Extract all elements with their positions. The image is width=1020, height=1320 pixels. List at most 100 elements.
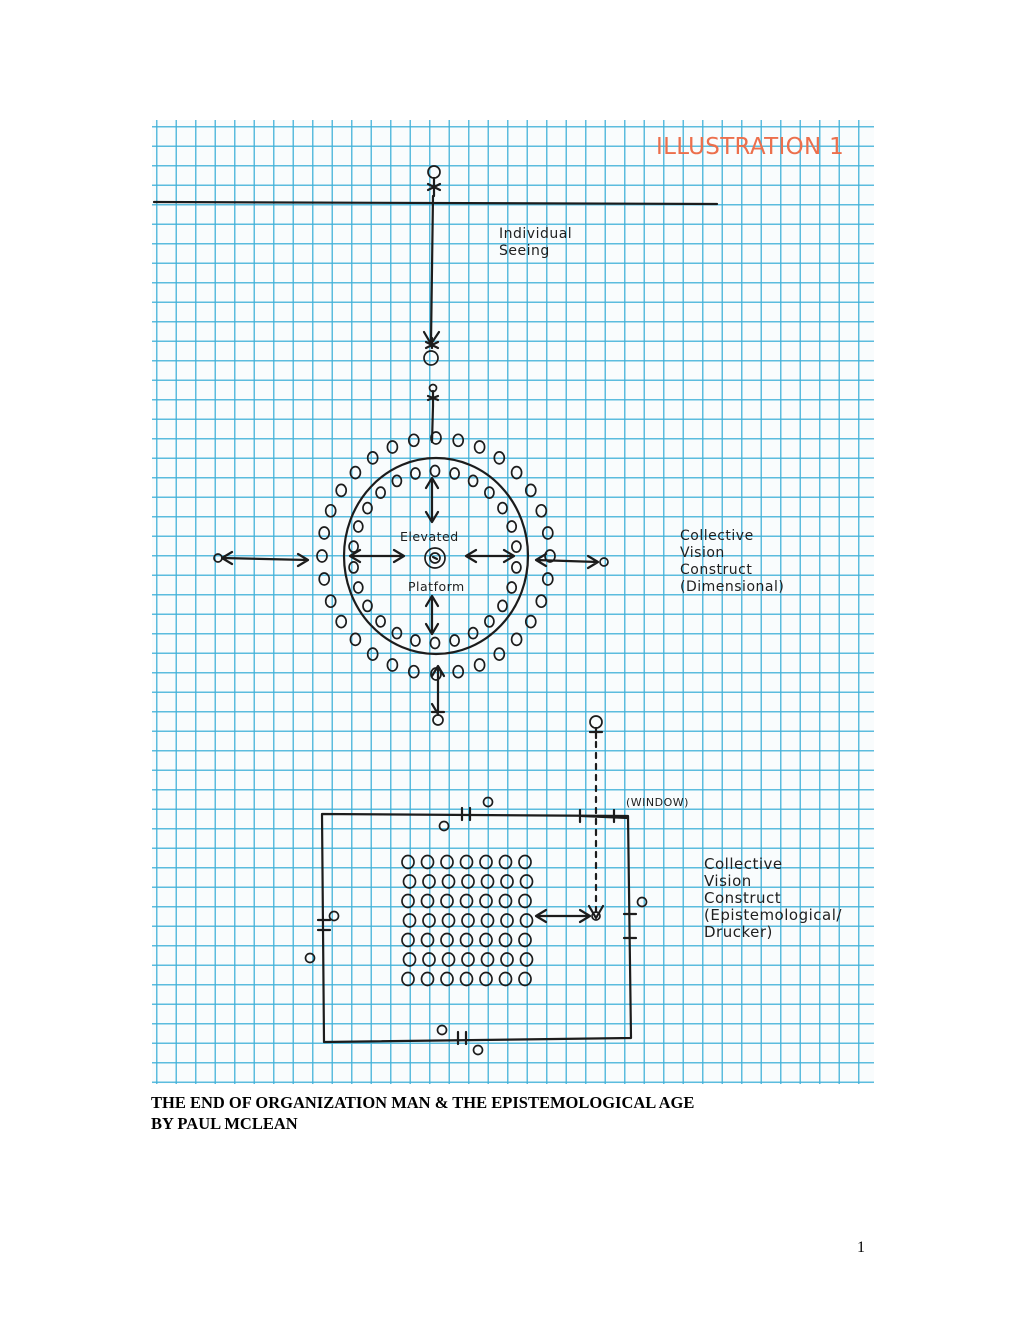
person-circle	[410, 634, 421, 647]
person-circle	[335, 614, 348, 629]
person-circle	[410, 467, 421, 480]
person-circle	[500, 913, 514, 928]
person-circle	[467, 626, 479, 640]
person-circle	[518, 932, 532, 948]
label-line: Drucker)	[704, 923, 773, 941]
document-title: THE END OF ORGANIZATION MAN & THE EPISTE…	[151, 1092, 694, 1134]
person-circle	[324, 503, 337, 518]
epistemological-construct-boundary	[320, 812, 633, 1044]
person-circle	[352, 520, 364, 533]
individual-seeing-line	[429, 194, 435, 344]
person-circle	[519, 913, 534, 928]
person-circle	[459, 854, 474, 870]
person-circle	[318, 572, 331, 586]
label-line: Individual	[499, 226, 573, 242]
person-circle	[493, 647, 506, 661]
elevated-platform-icon	[424, 547, 446, 569]
person-circle	[506, 581, 518, 594]
person-circle	[391, 626, 403, 640]
person-circle	[518, 854, 532, 870]
person-circle	[459, 932, 474, 948]
person-circle	[440, 971, 454, 987]
person-circle	[420, 971, 435, 987]
people-grid	[401, 854, 534, 987]
person-circle	[511, 561, 522, 574]
person-circle	[484, 615, 495, 628]
person-circle	[375, 615, 386, 628]
person-circle	[375, 486, 386, 499]
person-circle	[316, 549, 328, 563]
bottom-person-icon	[423, 336, 440, 366]
person-circle	[524, 614, 537, 629]
top-person-icon	[426, 165, 442, 198]
person-circle	[493, 451, 506, 465]
person-circle	[440, 932, 454, 948]
person-circle	[506, 520, 518, 533]
person-circle	[510, 632, 523, 647]
person-circle	[498, 971, 513, 987]
person-circle	[362, 599, 373, 613]
label-line: (Epistemological/	[704, 906, 842, 924]
person-circle	[429, 464, 441, 478]
person-circle	[524, 483, 537, 498]
person-circle	[497, 501, 508, 515]
person-circle	[420, 854, 435, 870]
person-circle	[449, 467, 460, 480]
person-circle	[402, 874, 417, 889]
person-circle	[479, 893, 493, 909]
person-circle	[420, 893, 435, 909]
person-circle	[519, 874, 534, 889]
inner-ring-people	[348, 464, 522, 650]
person-circle	[479, 854, 493, 870]
person-circle	[402, 913, 417, 928]
label-line: (Dimensional)	[680, 579, 785, 595]
horizon-line	[152, 200, 719, 206]
person-circle	[473, 440, 486, 454]
person-circle	[401, 854, 415, 870]
person-circle	[498, 932, 513, 948]
person-circle	[500, 874, 514, 889]
boundary-ticks	[304, 796, 648, 1056]
page-number: 1	[857, 1239, 865, 1256]
person-circle	[480, 874, 495, 889]
label-line: Construct	[680, 562, 753, 578]
person-circle	[430, 431, 442, 445]
label-line: Collective	[680, 528, 754, 544]
label-line: Vision	[680, 545, 725, 561]
person-circle	[473, 658, 486, 672]
person-circle	[479, 932, 493, 948]
document-title-line-1: THE END OF ORGANIZATION MAN & THE EPISTE…	[151, 1093, 695, 1112]
person-circle	[459, 893, 474, 909]
person-circle	[402, 952, 417, 967]
person-circle	[511, 540, 522, 553]
platform-label: Platform	[408, 579, 465, 594]
person-circle	[461, 952, 475, 967]
person-circle	[401, 932, 415, 948]
person-circle	[420, 932, 435, 948]
person-circle	[518, 893, 532, 909]
person-circle	[391, 474, 403, 488]
dimensional-construct-label: Collective Vision Construct (Dimensional…	[680, 528, 784, 596]
person-circle	[324, 594, 337, 609]
person-circle	[366, 451, 379, 465]
individual-seeing-label: Individual Seeing	[499, 226, 572, 260]
person-circle	[318, 526, 331, 540]
person-circle	[498, 893, 513, 909]
person-circle	[401, 971, 415, 987]
person-circle	[335, 483, 348, 498]
person-circle	[497, 599, 508, 613]
person-circle	[480, 952, 495, 967]
person-circle	[452, 664, 465, 679]
person-circle	[518, 971, 532, 987]
label-line: Vision	[704, 872, 752, 890]
person-circle	[510, 465, 523, 480]
person-circle	[386, 440, 399, 454]
person-circle	[541, 572, 554, 586]
person-circle	[479, 971, 493, 987]
person-circle	[449, 634, 460, 647]
person-circle	[440, 893, 454, 909]
person-circle	[544, 549, 556, 563]
label-line: Seeing	[499, 243, 550, 259]
person-circle	[348, 540, 359, 553]
person-circle	[386, 658, 399, 672]
